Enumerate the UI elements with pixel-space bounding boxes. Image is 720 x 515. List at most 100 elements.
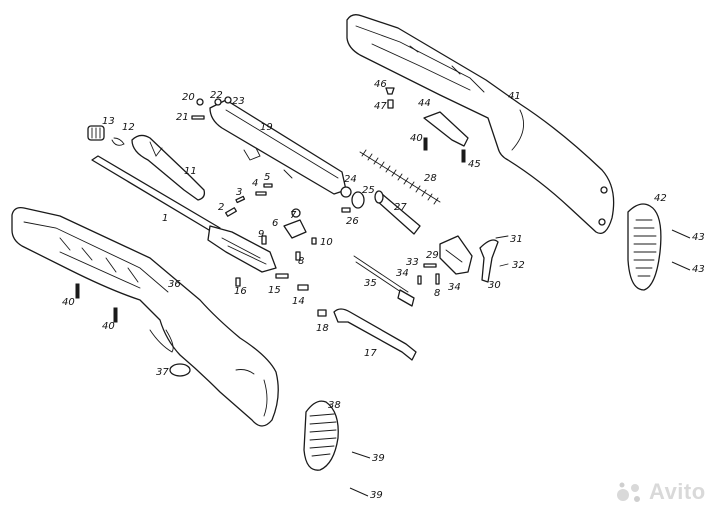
- pin-5: [263, 183, 273, 188]
- bracket-44: [423, 111, 469, 147]
- label-13: 13: [102, 116, 115, 127]
- label-39a: 39: [372, 453, 385, 464]
- label-45: 45: [468, 159, 481, 170]
- label-39b: 39: [370, 490, 383, 501]
- part-18: [317, 309, 327, 317]
- screw-39a: [351, 451, 371, 459]
- pin-32: [499, 263, 509, 267]
- label-24: 24: [344, 174, 357, 185]
- part-labels: 1 2 3 4 5 6 7 8 8 9 10 11 12 13 14 15 16…: [62, 79, 705, 501]
- buttplate-38: [303, 400, 339, 471]
- label-26: 26: [346, 216, 359, 227]
- barrel-1: [91, 155, 277, 273]
- label-37: 37: [156, 367, 169, 378]
- stock-36: [11, 207, 279, 427]
- screw-21: [191, 115, 205, 120]
- label-2: 2: [218, 202, 224, 213]
- label-46: 46: [374, 79, 387, 90]
- disc-25: [351, 191, 365, 209]
- screw-47: [387, 99, 394, 109]
- stock-41: [346, 14, 615, 235]
- pin-8b: [417, 275, 422, 285]
- buttplate-42: [627, 203, 662, 291]
- label-10: 10: [320, 237, 333, 248]
- spring-15: [275, 273, 289, 279]
- block-6: [283, 219, 307, 239]
- avito-logo-icon: [617, 482, 640, 502]
- label-1: 1: [162, 213, 168, 224]
- label-3: 3: [236, 187, 242, 198]
- label-38: 38: [328, 400, 341, 411]
- label-11: 11: [184, 166, 197, 177]
- label-15: 15: [268, 285, 281, 296]
- label-14: 14: [292, 296, 305, 307]
- label-34b: 34: [448, 282, 461, 293]
- lever-30: [479, 239, 499, 283]
- ring-22: [214, 98, 222, 106]
- screw-39b: [349, 487, 369, 497]
- label-20: 20: [182, 92, 195, 103]
- part-46: [385, 87, 395, 95]
- pin-31: [495, 235, 509, 239]
- part-37: [169, 363, 191, 377]
- knob-13: [87, 125, 105, 141]
- pin-4: [255, 191, 267, 196]
- label-40b: 40: [102, 321, 115, 332]
- label-36: 36: [168, 279, 181, 290]
- pin-3: [235, 195, 246, 204]
- screw-40b: [113, 307, 118, 323]
- cylinder-19: [209, 99, 347, 195]
- label-17: 17: [364, 348, 377, 359]
- label-34a: 34: [396, 268, 409, 279]
- part-20: [196, 98, 204, 106]
- label-9: 9: [258, 229, 264, 240]
- label-4: 4: [252, 178, 258, 189]
- label-31: 31: [510, 234, 523, 245]
- pin-16: [235, 277, 241, 287]
- label-22: 22: [210, 90, 223, 101]
- label-23: 23: [232, 96, 245, 107]
- screw-45: [461, 149, 466, 163]
- ring-23: [224, 96, 232, 104]
- watermark-text: Avito: [649, 479, 706, 504]
- trigger-29: [439, 235, 473, 275]
- label-30: 30: [488, 280, 501, 291]
- label-44: 44: [418, 98, 431, 109]
- pin-33: [423, 263, 437, 268]
- screw-40c: [423, 137, 428, 151]
- label-32: 32: [512, 260, 525, 271]
- label-40a: 40: [62, 297, 75, 308]
- rod-35: [353, 255, 415, 307]
- screw-40a: [75, 283, 80, 299]
- spring-28: [359, 149, 441, 205]
- label-40c: 40: [410, 133, 423, 144]
- label-43a: 43: [692, 232, 705, 243]
- label-25: 25: [362, 185, 375, 196]
- label-41: 41: [508, 91, 521, 102]
- watermark: Avito: [615, 478, 715, 506]
- label-5: 5: [264, 172, 270, 183]
- label-12: 12: [122, 122, 135, 133]
- piston-27: [374, 190, 421, 235]
- pin-14: [297, 284, 309, 291]
- label-8b: 8: [434, 288, 440, 299]
- label-7: 7: [290, 210, 297, 221]
- screw-7: [291, 208, 301, 218]
- muzzle-11: [131, 134, 206, 201]
- label-42: 42: [654, 193, 667, 204]
- label-19: 19: [260, 122, 273, 133]
- guard-17: [333, 308, 417, 361]
- screw-43a: [671, 229, 691, 239]
- pin-26: [341, 207, 351, 213]
- label-43b: 43: [692, 264, 705, 275]
- label-8a: 8: [298, 256, 304, 267]
- clip-12: [111, 137, 125, 146]
- label-16: 16: [234, 286, 247, 297]
- pin-2: [225, 207, 237, 217]
- label-27: 27: [394, 202, 407, 213]
- label-35: 35: [364, 278, 377, 289]
- label-6: 6: [272, 218, 278, 229]
- pin-9: [261, 235, 267, 245]
- label-33: 33: [406, 257, 419, 268]
